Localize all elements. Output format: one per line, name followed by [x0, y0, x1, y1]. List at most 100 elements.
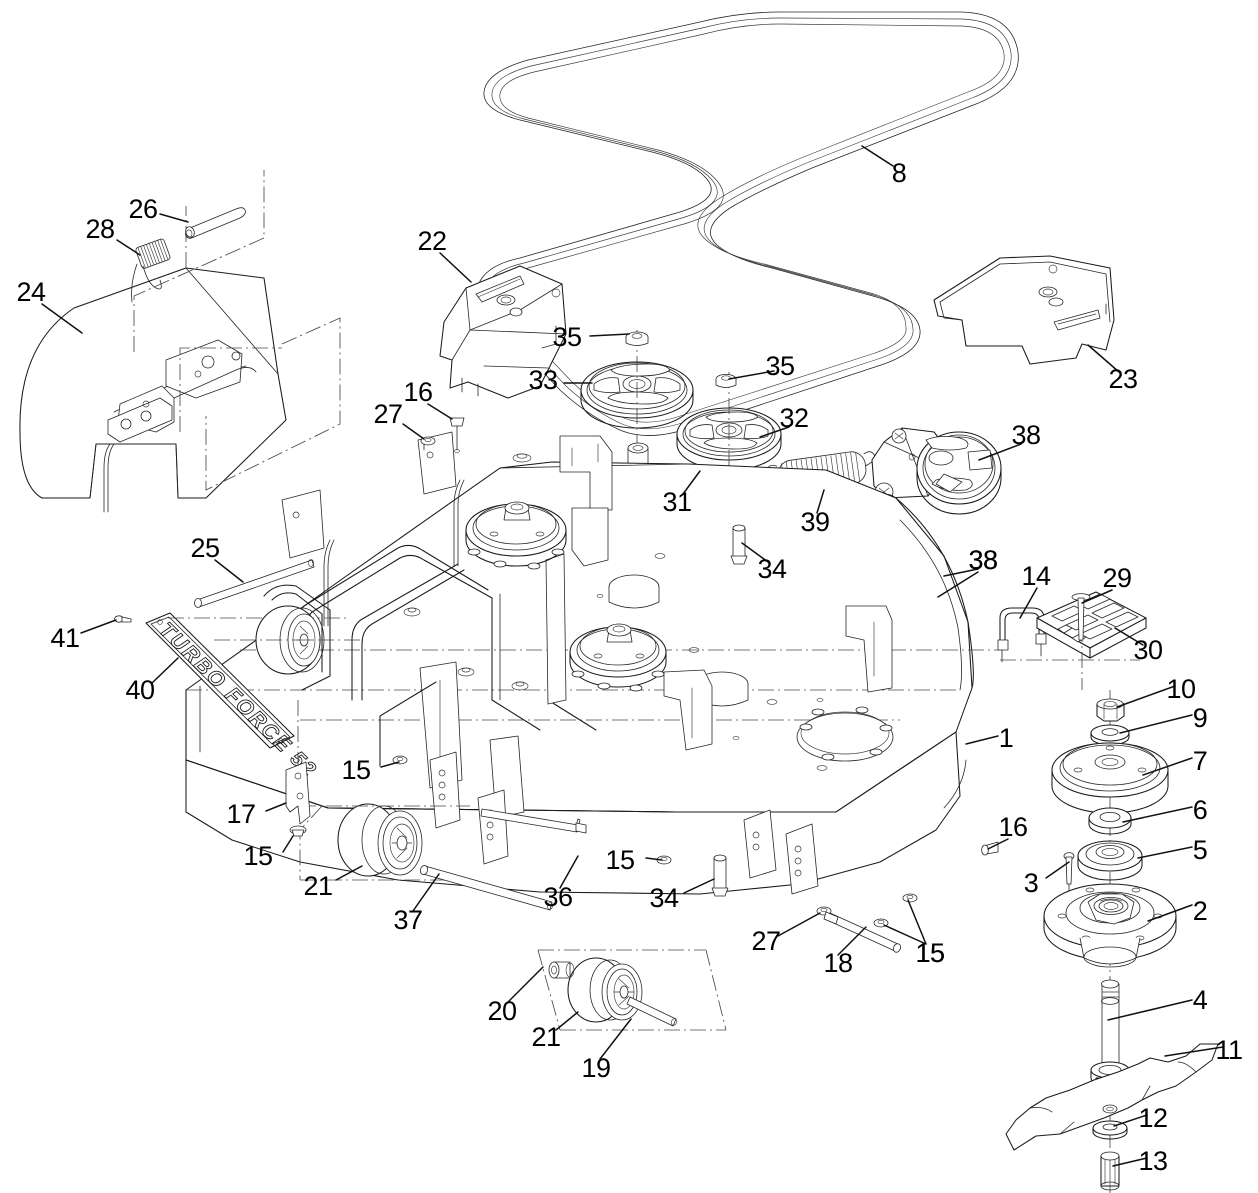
callout-number: 39: [800, 507, 829, 537]
callout-number: 35: [765, 351, 794, 381]
callout-leader-line: [987, 838, 1009, 850]
callout-number: 34: [649, 883, 679, 913]
part-cutting-blade-11: [1005, 1043, 1219, 1151]
callout-31: 31: [662, 470, 701, 517]
callout-leader-line: [335, 865, 363, 881]
callout-15: 15: [243, 835, 294, 871]
callout-number: 27: [751, 926, 780, 956]
callout-number: 1: [999, 723, 1014, 753]
callout-number: 7: [1193, 746, 1208, 776]
callout-35: 35: [728, 351, 795, 381]
callout-number: 12: [1138, 1103, 1167, 1133]
callout-number: 40: [125, 675, 154, 705]
callout-number: 18: [823, 948, 852, 978]
callout-number: 15: [243, 841, 272, 871]
part-caster-axle-19: [626, 996, 678, 1027]
callout-21: 21: [303, 865, 363, 901]
callout-number: 15: [341, 755, 370, 785]
part-bearing-5: [1077, 840, 1143, 881]
callout-14: 14: [1019, 561, 1051, 619]
part-deflector-chute: [19, 170, 341, 513]
callout-17: 17: [226, 799, 287, 829]
callout-leader-line: [728, 370, 775, 380]
callout-number: 15: [915, 938, 944, 968]
callout-number: 38: [968, 545, 997, 575]
callout-leader-line: [943, 568, 979, 577]
callout-leader-line: [1087, 344, 1120, 373]
part-shoulder-bolt-34a: [730, 524, 748, 565]
part-spacer-ring-6: [1088, 807, 1132, 835]
callout-number: 30: [1133, 635, 1162, 665]
callout-number: 26: [128, 194, 157, 224]
part-belt-cover-left: [439, 265, 567, 399]
callout-leader-line: [380, 761, 400, 768]
callout-9: 9: [1119, 703, 1208, 734]
callout-leader-line: [741, 542, 769, 563]
callout-number: 37: [393, 905, 422, 935]
callout-leader-line: [282, 835, 294, 853]
part-spacer-bushing-20: [548, 961, 575, 979]
callout-38: 38: [943, 545, 998, 577]
callout-leader-line: [816, 489, 825, 514]
callout-leader-line: [1107, 999, 1193, 1021]
callout-number: 21: [531, 1022, 560, 1052]
callout-leader-line: [80, 619, 117, 634]
part-drive-belt: [477, 11, 1019, 436]
part-belt-cover-right: [933, 255, 1115, 365]
callout-32: 32: [759, 403, 809, 438]
callout-leader-line: [1045, 861, 1070, 879]
callout-number: 27: [373, 399, 402, 429]
callout-leader-line: [427, 403, 453, 420]
callout-leader-line: [159, 213, 189, 223]
part-spacer-tube: [185, 207, 246, 239]
callout-3: 3: [1024, 861, 1070, 898]
callout-number: 17: [226, 799, 255, 829]
callout-leader-line: [214, 559, 244, 583]
callout-15: 15: [605, 845, 663, 875]
callout-number: 4: [1193, 985, 1208, 1015]
callout-number: 33: [528, 365, 557, 395]
callout-18: 18: [823, 926, 867, 978]
part-carriage-bolt-18: [823, 911, 901, 953]
callout-leader-line: [559, 855, 579, 889]
callout-number: 25: [190, 533, 219, 563]
callout-leader-line: [412, 873, 440, 912]
part-extension-spring-small: [131, 238, 171, 303]
callout-38: 38: [937, 545, 998, 598]
callout-37: 37: [393, 873, 440, 935]
part-spindle-housing-2: [1043, 883, 1177, 968]
callout-number: 13: [1138, 1146, 1167, 1176]
callout-35: 35: [552, 322, 630, 352]
callout-leader-line: [116, 239, 141, 256]
callout-27: 27: [373, 399, 425, 440]
callout-leader-line: [507, 966, 544, 1003]
callout-number: 8: [892, 158, 907, 188]
part-screw-29: [1071, 593, 1091, 641]
callout-16: 16: [403, 377, 453, 420]
part-bracket-plate-17: [285, 700, 408, 837]
callout-20: 20: [487, 966, 544, 1026]
callout-leader-line: [907, 899, 927, 945]
callout-number: 10: [1166, 674, 1195, 704]
callout-leader-line: [682, 470, 701, 495]
part-hex-bolt-36: [480, 808, 587, 834]
callout-leader-line: [1114, 627, 1144, 646]
callout-leader-line: [402, 423, 425, 440]
callout-leader-line: [937, 571, 979, 598]
callout-40: 40: [125, 657, 179, 705]
callout-leader-line: [439, 252, 472, 283]
callout-number: 32: [779, 403, 808, 433]
callout-leader-line: [1119, 714, 1193, 734]
callout-12: 12: [1113, 1103, 1168, 1133]
callout-leader-line: [1019, 587, 1038, 619]
callout-7: 7: [1142, 746, 1208, 776]
callout-2: 2: [1147, 896, 1208, 926]
callout-leader-line: [1147, 904, 1193, 922]
callout-4: 4: [1107, 985, 1208, 1021]
callout-leader-line: [1137, 846, 1193, 859]
part-shoulder-bolt-34b: [711, 854, 729, 897]
callout-leader-line: [1122, 806, 1193, 823]
